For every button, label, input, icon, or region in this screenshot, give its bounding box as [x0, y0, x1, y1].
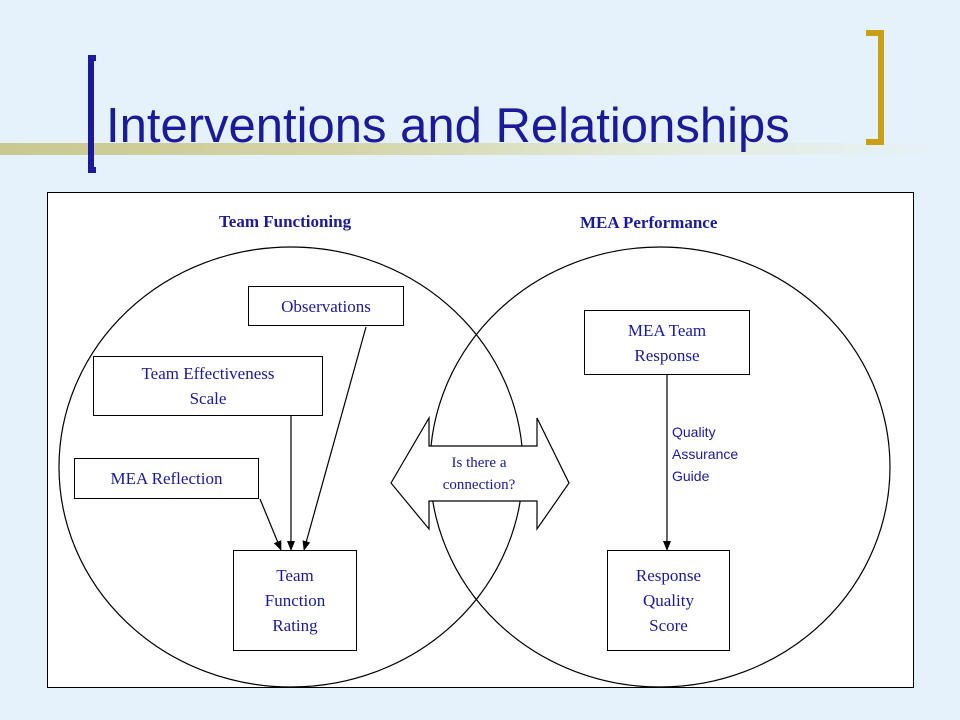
title-accent-bar	[0, 143, 960, 155]
mea-performance-heading: MEA Performance	[580, 213, 718, 232]
response-quality-score-box: Response Quality Score	[607, 550, 730, 651]
connection-double-arrow	[390, 415, 570, 531]
right-bracket-decoration	[866, 30, 884, 145]
connection-question-text: Is there a connection?	[442, 455, 516, 493]
team-function-rating-box: Team Function Rating	[233, 550, 357, 651]
diagram-canvas	[58, 246, 891, 688]
team-effectiveness-scale-box: Team Effectiveness Scale	[93, 356, 323, 416]
observations-box: Observations	[248, 286, 404, 326]
quality-assurance-guide-label: Quality Assurance Guide	[672, 424, 739, 484]
slide-title: Interventions and Relationships	[106, 99, 790, 153]
left-bracket-decoration	[88, 55, 96, 173]
reflection-to-rating-arrow	[259, 498, 282, 551]
diagram-panel: Team Functioning MEA Performance Observa…	[47, 192, 914, 688]
team-functioning-heading: Team Functioning	[219, 212, 352, 231]
mea-reflection-box: MEA Reflection	[74, 458, 259, 499]
observations-to-rating-arrow	[302, 326, 367, 551]
mea-team-response-box: MEA Team Response	[584, 310, 750, 375]
